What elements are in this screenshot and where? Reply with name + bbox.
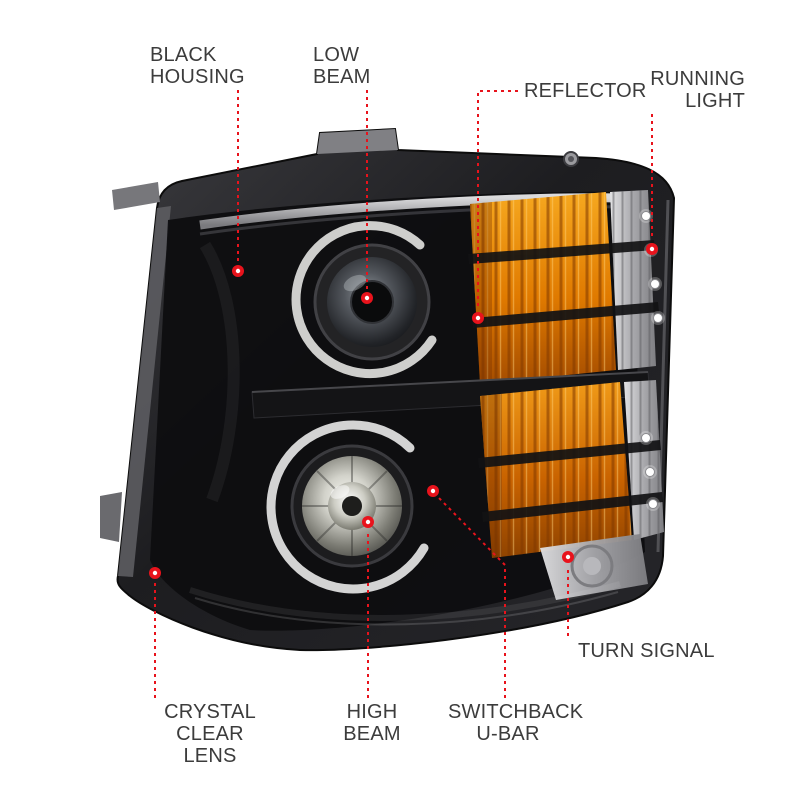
lens-reflections — [189, 241, 621, 626]
callout-label-low-beam: LOW BEAM — [313, 44, 371, 88]
u-bar-low — [291, 221, 437, 379]
u-bar-high — [266, 420, 429, 594]
callout-label-switchback-u-bar: SWITCHBACK U-BAR — [448, 701, 584, 745]
callout-label-running-light: RUNNING LIGHT — [650, 68, 745, 112]
grille-slats-bottom — [478, 440, 663, 522]
reflector-amber-top — [470, 192, 616, 384]
callout-label-crystal-clear-lens: CRYSTAL CLEAR LENS — [164, 701, 256, 767]
high-beam-projector — [266, 420, 429, 594]
callout-label-black-housing: BLACK HOUSING — [150, 44, 245, 88]
callout-label-turn-signal: TURN SIGNAL — [578, 640, 715, 662]
running-light-leds-bottom — [639, 431, 660, 511]
callout-label-high-beam: HIGH BEAM — [343, 701, 401, 745]
callout-label-reflector: REFLECTOR — [524, 80, 647, 102]
